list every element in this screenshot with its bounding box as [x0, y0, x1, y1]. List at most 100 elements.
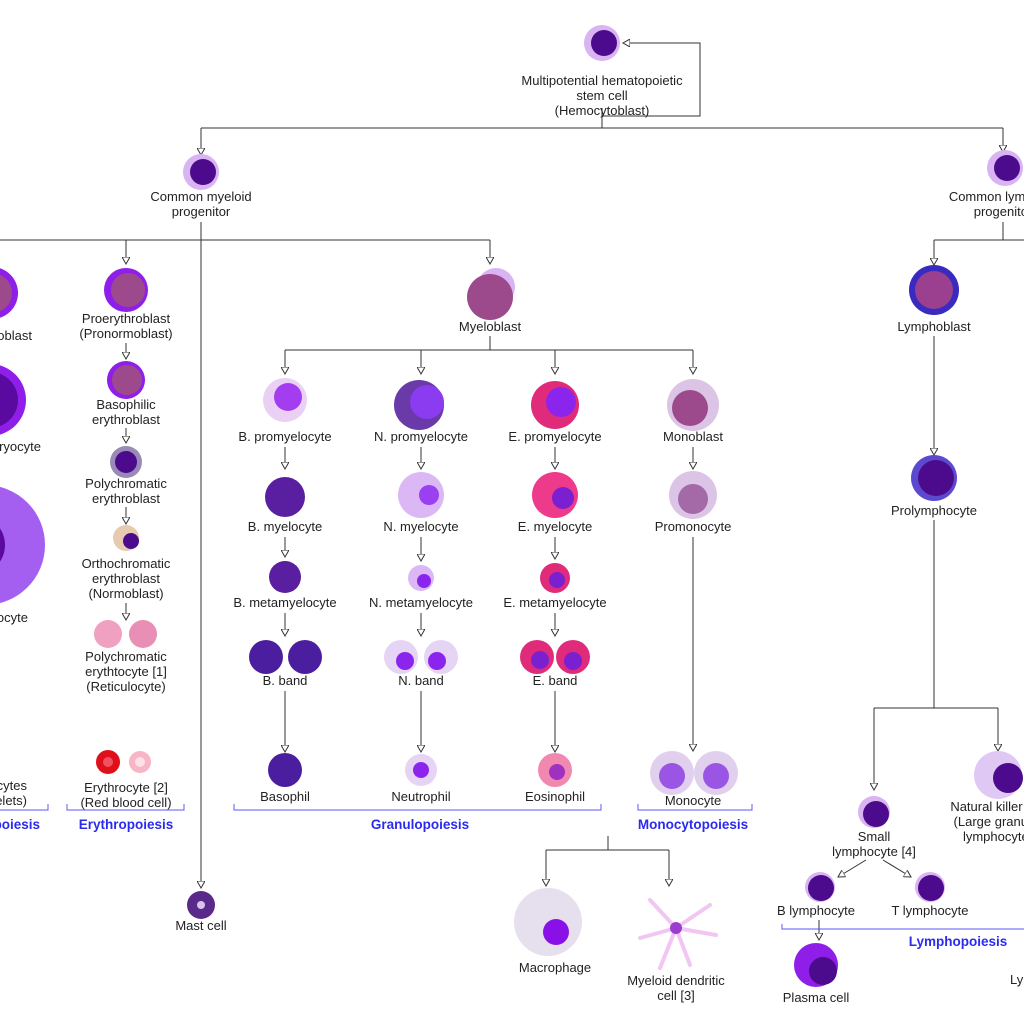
b-myelocyte-label: B. myelocyte [248, 519, 322, 534]
clp-label-line: progenitor [973, 204, 1024, 219]
nucleus [417, 574, 431, 588]
basophil-cell-icon [268, 753, 302, 787]
myeloid-dendritic-label-line: Myeloid dendritic [627, 973, 725, 988]
basophilic-erythroblast-cell-icon [107, 361, 145, 399]
promegakaryocyte-label-line: Promegakaryocyte [0, 439, 41, 454]
b-metamyelocyte-label-line: B. metamyelocyte [233, 595, 337, 610]
dendrite [648, 898, 678, 930]
dendrite [658, 926, 678, 970]
nucleus [428, 652, 446, 670]
nucleus [123, 533, 139, 549]
hsc-label-line: Multipotential hematopoietic [521, 73, 683, 88]
basophil-label-line: Basophil [260, 789, 310, 804]
b-metamyelocyte-label: B. metamyelocyte [233, 595, 336, 610]
monoblast-cell-icon [667, 379, 719, 431]
myeloblast-label-line: Myeloblast [458, 319, 522, 334]
polychromatic-erythrocyte-label-line: erythtocyte [1] [85, 664, 167, 679]
b-metamyelocyte-cell-icon [269, 561, 301, 593]
orthochromatic-erythroblast-label-line: (Normoblast) [88, 586, 164, 601]
cytoplasm [288, 640, 322, 674]
nucleus [0, 274, 12, 312]
t-lymphocyte-cell-icon [915, 872, 945, 902]
thrombocytes-label-line: (Platelets) [0, 793, 27, 808]
nucleus [993, 763, 1023, 793]
thrombopoiesis-group-label: Thrombopoiesis [0, 817, 40, 832]
megakaryocyte-label-line: Megakaryocyte [0, 610, 28, 625]
nucleus [863, 801, 889, 827]
e-promyelocyte-label-line: E. promyelocyte [508, 429, 602, 444]
mast-cell-label: Mast cell [175, 918, 226, 933]
hsc-label-line: (Hemocytoblast) [554, 103, 650, 118]
nucleus [678, 484, 708, 514]
erythrocyte-label: Erythrocyte [2](Red blood cell) [80, 780, 171, 810]
mast-cell-cell-icon [187, 891, 215, 919]
e-metamyelocyte-label-line: E. metamyelocyte [503, 595, 607, 610]
cytoplasm [94, 620, 122, 648]
nucleus [915, 271, 953, 309]
e-metamyelocyte-cell-icon [540, 563, 570, 593]
n-promyelocyte-label-line: N. promyelocyte [374, 429, 468, 444]
polychromatic-erythroblast-label-line: erythroblast [92, 491, 160, 506]
nucleus [531, 651, 549, 669]
nucleus [703, 763, 729, 789]
granulopoiesis-group-label: Granulopoiesis [370, 817, 470, 832]
n-metamyelocyte-label-line: N. metamyelocyte [368, 595, 474, 610]
n-band-cell-icon [384, 640, 458, 674]
b-band-cell-icon [249, 640, 322, 674]
lymphoblast-cell-icon [909, 265, 959, 315]
e-promyelocyte-label: E. promyelocyte [508, 429, 601, 444]
orthochromatic-erythroblast-cell-icon [113, 525, 139, 551]
b-promyelocyte-label-line: B. promyelocyte [238, 429, 332, 444]
dendrite [638, 926, 678, 940]
dendrite [674, 926, 718, 937]
natural-killer-label: Natural killer cell(Large granularlympho… [950, 799, 1024, 844]
cytoplasm [467, 274, 513, 320]
n-band-label: N. band [398, 673, 444, 688]
erythrocyte-cell-icon [96, 750, 151, 774]
proerythroblast-cell-icon [104, 268, 148, 312]
cytoplasm [670, 922, 682, 934]
nucleus [103, 757, 113, 767]
clp-label: Common lymphoidprogenitor [949, 189, 1024, 219]
n-band-label-line: N. band [398, 673, 444, 688]
thrombocytes-label-line: Thrombocytes [0, 778, 27, 793]
nucleus [0, 528, 5, 562]
polychromatic-erythrocyte-label-line: (Reticulocyte) [86, 679, 166, 694]
lymphoblast-label: Lymphoblast [897, 319, 970, 334]
lymphoid-dendritic-label: Lymphoid dendritic cell [1010, 972, 1024, 987]
cmp-label-line: progenitor [171, 204, 231, 219]
megakaryocyte-label: Megakaryocyte [0, 610, 28, 625]
megakaryoblast-cell-icon [0, 268, 18, 318]
small-lymphocyte-label-line: Small [857, 829, 891, 844]
erythropoiesis-group-label: Erythropoiesis [78, 817, 174, 832]
myeloid-dendritic-cell-icon [670, 922, 682, 934]
natural-killer-label-line: Natural killer cell [950, 799, 1024, 814]
n-myelocyte-label-line: N. myelocyte [383, 519, 459, 534]
nucleus [591, 30, 617, 56]
n-myelocyte-cell-icon [398, 472, 444, 518]
b-lymphocyte-cell-icon [805, 872, 835, 902]
lymphoid-dendritic-label-line: Lymphoid dendritic cell [1010, 972, 1024, 987]
neutrophil-cell-icon [405, 754, 437, 786]
proerythroblast-label-line: (Pronormoblast) [79, 326, 173, 341]
megakaryoblast-label-line: Megakaryoblast [0, 328, 32, 343]
basophilic-erythroblast-label-line: Basophilic [96, 397, 156, 412]
lymphoblast-label-line: Lymphoblast [897, 319, 971, 334]
natural-killer-label-line: lymphocyte) [962, 829, 1024, 844]
natural-killer-cell-icon [974, 751, 1023, 799]
cytoplasm [269, 561, 301, 593]
nucleus [552, 487, 574, 509]
e-metamyelocyte-label: E. metamyelocyte [503, 595, 606, 610]
orthochromatic-erythroblast-label-line: Orthochromatic [81, 556, 171, 571]
e-band-label: E. band [533, 673, 578, 688]
group-brackets [0, 804, 1024, 930]
b-band-label-line: B. band [262, 673, 308, 688]
myeloid-dendritic-label-line: cell [3] [657, 988, 695, 1003]
eosinophil-label: Eosinophil [525, 789, 585, 804]
